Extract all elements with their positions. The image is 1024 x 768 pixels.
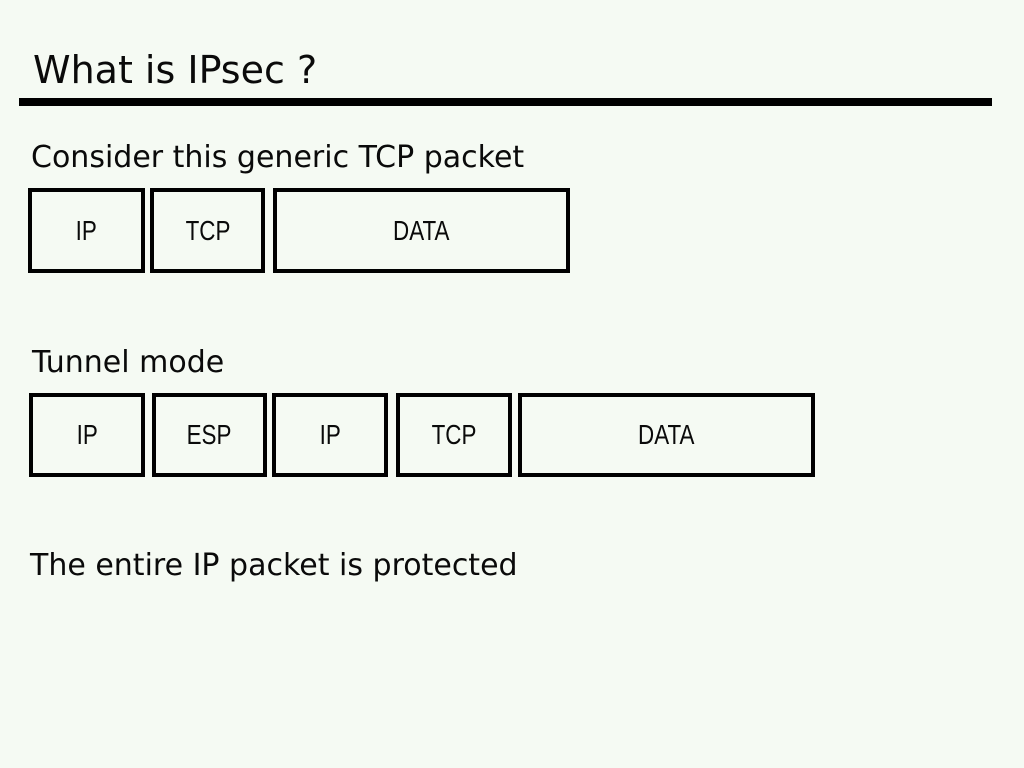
packet-box-label: IP (76, 419, 98, 450)
packet-box-label: DATA (638, 419, 695, 450)
packet-box-data: DATA (273, 188, 570, 273)
caption-entire-packet-protected: The entire IP packet is protected (30, 548, 518, 583)
packet-box-label: IP (75, 214, 98, 246)
packet-box-ip: IP (28, 188, 145, 273)
packet-box-label: TCP (431, 419, 477, 450)
packet-box-tcp: TCP (150, 188, 265, 273)
packet-box-label: DATA (393, 214, 450, 246)
packet-box-ip-outer: IP (29, 393, 145, 477)
tunnel-mode-packet-diagram: IP ESP IP TCP DATA (0, 393, 1024, 477)
packet-box-ip-inner: IP (272, 393, 388, 477)
caption-generic-tcp-packet: Consider this generic TCP packet (31, 140, 525, 175)
packet-box-data: DATA (518, 393, 815, 477)
generic-packet-diagram: IP TCP DATA (0, 188, 1024, 273)
title-underline-rule (19, 98, 992, 106)
slide-title: What is IPsec ? (33, 48, 318, 92)
packet-box-label: TCP (185, 214, 230, 246)
packet-box-label: IP (319, 419, 341, 450)
packet-box-tcp: TCP (396, 393, 512, 477)
packet-box-esp: ESP (152, 393, 267, 477)
packet-box-label: ESP (187, 419, 232, 450)
caption-tunnel-mode: Tunnel mode (32, 345, 225, 380)
